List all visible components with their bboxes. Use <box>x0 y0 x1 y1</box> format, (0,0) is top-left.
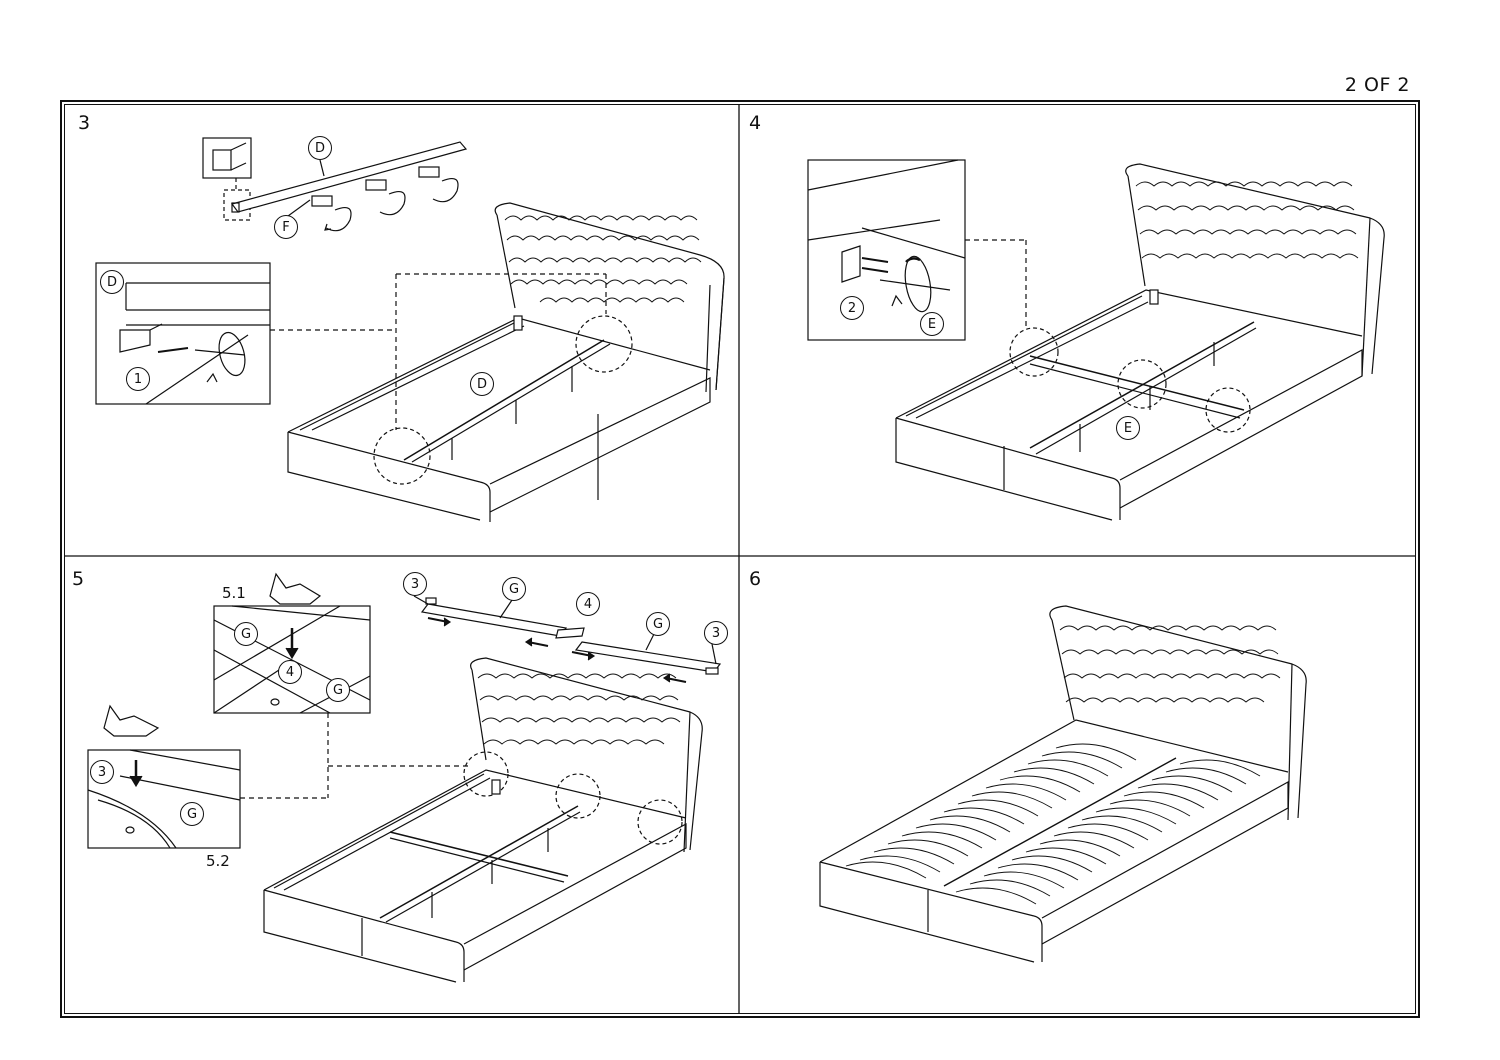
callout-4-51: 4 <box>278 660 302 684</box>
callout-g-51-right: G <box>326 678 350 702</box>
bracket-f-1 <box>311 195 352 232</box>
callout-4-center: 4 <box>576 592 600 616</box>
sublabel-5-1: 5.1 <box>222 584 246 602</box>
callout-3-right-slat: 3 <box>704 621 728 645</box>
step-6-number: 6 <box>749 568 762 590</box>
callout-g-left-slat: G <box>502 577 526 601</box>
page-counter: 2 OF 2 <box>1344 74 1410 96</box>
callout-d-inset: D <box>100 270 124 294</box>
sublabel-5-2: 5.2 <box>206 852 230 870</box>
instruction-frame-inner <box>64 104 1416 1014</box>
step-5-number: 5 <box>72 568 85 590</box>
callout-f: F <box>274 215 298 239</box>
callout-g-51-left: G <box>234 622 258 646</box>
bed-frame-step-5 <box>263 657 703 983</box>
step-3-panel: 3 <box>64 104 739 556</box>
bracket-f-3 <box>418 166 459 203</box>
callout-2: 2 <box>840 296 864 320</box>
bed-frame-step-4 <box>895 163 1385 521</box>
callout-d-top: D <box>308 136 332 160</box>
step-5-panel: 5 <box>64 556 739 1014</box>
instruction-frame <box>60 100 1420 1018</box>
callout-e-inset: E <box>920 312 944 336</box>
callout-d-frame: D <box>470 372 494 396</box>
callout-g-right-slat: G <box>646 612 670 636</box>
callout-1: 1 <box>126 367 150 391</box>
callout-e-frame: E <box>1116 416 1140 440</box>
step-3-number: 3 <box>78 112 91 134</box>
bed-frame-complete <box>819 605 1307 963</box>
bracket-f-2 <box>365 179 406 216</box>
callout-g-52: G <box>180 802 204 826</box>
callout-3-left-slat: 3 <box>403 572 427 596</box>
step-4-panel: 4 <box>739 104 1416 556</box>
callout-3-52: 3 <box>90 760 114 784</box>
step-6-panel: 6 <box>739 556 1416 1014</box>
step-4-number: 4 <box>749 112 762 134</box>
bed-frame-step-3 <box>287 202 725 522</box>
